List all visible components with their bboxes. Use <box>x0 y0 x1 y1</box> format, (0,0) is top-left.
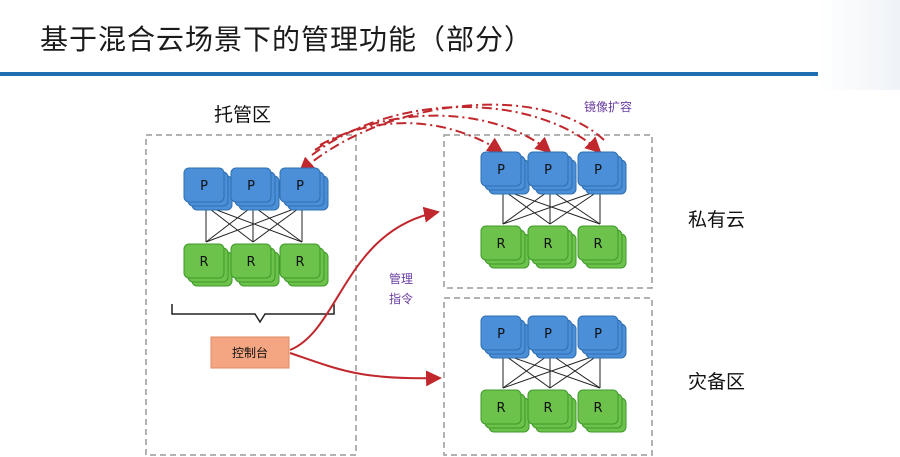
p-node-1: P <box>183 167 233 211</box>
link-line <box>549 353 601 389</box>
link-line <box>205 205 254 243</box>
r-node-3: R <box>279 243 329 287</box>
r-node-2: R <box>230 243 280 287</box>
mgmt-command-label-line2: 指令 <box>389 292 414 306</box>
r-node-2-label: R <box>543 237 552 252</box>
p-node-3: P <box>279 167 329 211</box>
console-label: 控制台 <box>232 345 268 360</box>
title-underline <box>0 72 818 76</box>
r-node-1-label: R <box>496 237 505 252</box>
p-node-2-label: P <box>544 163 552 178</box>
mirror-arrow-1 <box>319 122 504 154</box>
disaster-recovery-label: 灾备区 <box>688 371 746 393</box>
hosting-zone-box <box>145 134 357 456</box>
r-node-1: R <box>480 225 530 269</box>
p-node-3-label: P <box>594 327 602 342</box>
r-node-1-label: R <box>496 401 505 416</box>
link-line <box>502 189 601 225</box>
mgmt-arrow-to-private <box>289 206 440 351</box>
mgmt-command-label-line1: 管理 <box>389 272 414 286</box>
hosting-zone-label: 托管区 <box>214 104 272 126</box>
r-node-3-label: R <box>295 255 304 270</box>
brace <box>171 304 335 324</box>
r-node-3-label: R <box>593 401 602 416</box>
p-node-3: P <box>577 151 627 195</box>
private-cloud-zone-box <box>443 134 653 289</box>
hosting-cluster: P P P R R R <box>183 167 329 287</box>
link-line <box>502 353 601 389</box>
r-node-3: R <box>577 225 627 269</box>
link-line <box>549 189 601 225</box>
r-node-1: R <box>183 243 233 287</box>
corner-shade <box>818 0 900 90</box>
p-node-2: P <box>527 151 577 195</box>
r-node-3-label: R <box>593 237 602 252</box>
p-node-2-label: P <box>247 179 255 194</box>
p-node-1: P <box>480 151 530 195</box>
r-node-2-label: R <box>543 401 552 416</box>
disaster-recovery-cluster: P P P R R R <box>480 315 627 433</box>
p-node-1-label: P <box>497 163 505 178</box>
link-line <box>205 205 303 243</box>
private-cloud-cluster: P P P R R R <box>480 151 627 269</box>
link-line <box>502 189 551 225</box>
page-title: 基于混合云场景下的管理功能（部分） <box>40 23 534 56</box>
p-node-3-label: P <box>296 179 304 194</box>
p-node-2-label: P <box>544 327 552 342</box>
r-node-3: R <box>577 389 627 433</box>
p-node-3-label: P <box>594 163 602 178</box>
p-node-2: P <box>230 167 280 211</box>
r-node-2: R <box>527 225 577 269</box>
private-cloud-label: 私有云 <box>688 209 746 231</box>
r-node-1: R <box>480 389 530 433</box>
p-node-1-label: P <box>200 179 208 194</box>
r-node-2: R <box>527 389 577 433</box>
mirror-arrow-3 <box>311 106 602 156</box>
r-node-1-label: R <box>199 255 208 270</box>
p-node-1: P <box>480 315 530 359</box>
p-node-2: P <box>527 315 577 359</box>
mgmt-arrow-to-dr <box>289 352 442 387</box>
console-box <box>210 336 290 369</box>
mirror-arrow-2 <box>314 114 552 154</box>
link-line <box>252 205 303 243</box>
mirror-arrow-back <box>298 103 605 174</box>
mirror-expand-label: 镜像扩容 <box>584 100 633 114</box>
r-node-2-label: R <box>246 255 255 270</box>
link-line <box>502 353 551 389</box>
disaster-recovery-zone-box <box>443 297 653 456</box>
p-node-3: P <box>577 315 627 359</box>
p-node-1-label: P <box>497 327 505 342</box>
